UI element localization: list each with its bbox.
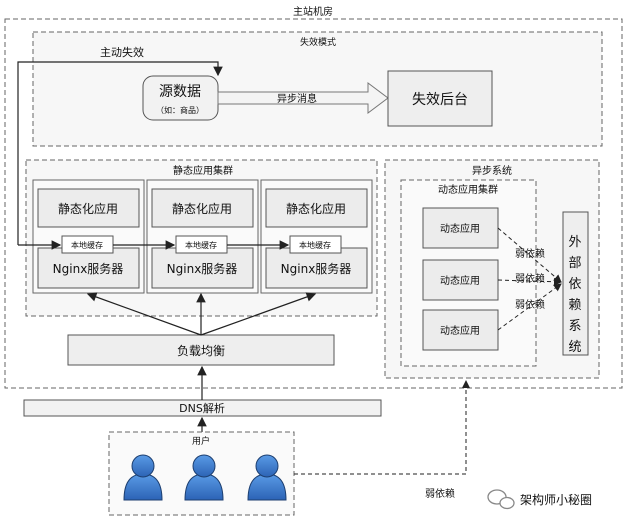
watermark-text: 架构师小秘圈 (520, 492, 592, 507)
active-failure-label: 主动失效 (100, 45, 144, 59)
nginx-server-label: Nginx服务器 (167, 261, 238, 276)
users-async-dependency-line (294, 380, 470, 475)
async-message-label: 异步消息 (277, 92, 317, 105)
external-system-char-4: 赖 (568, 298, 581, 313)
dynamic-app-label: 动态应用 (440, 222, 480, 235)
source-example-label: （如：商品） (156, 105, 204, 115)
nginx-server-label: Nginx服务器 (53, 261, 124, 276)
async-message-arrow: 异步消息 (217, 82, 389, 114)
static-app-label: 静态化应用 (286, 201, 346, 216)
weak-dependency-label: 弱依赖 (515, 298, 545, 311)
local-cache-label: 本地缓存 (185, 240, 217, 250)
watermark: 架构师小秘圈 (487, 489, 592, 510)
weak-dependency-label: 弱依赖 (515, 247, 545, 260)
active-failure-line (17, 61, 223, 245)
wechat-icon (487, 489, 515, 510)
users-weak-dependency-label: 弱依赖 (425, 487, 455, 500)
external-system-char-6: 统 (568, 340, 581, 355)
static-app-label: 静态化应用 (172, 201, 232, 216)
static-node-3: 静态化应用 Nginx服务器 本地缓存 (260, 179, 373, 294)
user-icon (123, 454, 163, 501)
static-node-2: 静态化应用 Nginx服务器 本地缓存 (146, 179, 259, 294)
static-cluster-label: 静态应用集群 (173, 164, 233, 177)
failure-mode-label: 失效模式 (300, 36, 336, 48)
external-system-char-5: 系 (568, 319, 581, 334)
source-data-box: 源数据 （如：商品） (142, 75, 219, 121)
failure-backend-label: 失效后台 (412, 92, 468, 108)
load-balancer-box: 负载均衡 (67, 334, 335, 366)
dns-box: DNS解析 (23, 399, 382, 417)
dynamic-cluster-label: 动态应用集群 (438, 183, 498, 196)
users-label: 用户 (192, 435, 210, 447)
external-system-char-2: 部 (568, 256, 581, 271)
main-room-label: 主站机房 (293, 5, 333, 18)
load-balance-label: 负载均衡 (177, 344, 225, 358)
dynamic-cluster-region: 动态应用集群 动态应用 动态应用 动态应用 (400, 179, 537, 367)
dynamic-app-label: 动态应用 (440, 274, 480, 287)
external-system-box: 外 部 依 赖 系 统 (562, 211, 589, 356)
dynamic-app-label: 动态应用 (440, 324, 480, 337)
failure-mode-region: 失效模式 (32, 31, 603, 147)
main-room-region: 主站机房 (4, 5, 623, 389)
lb-arrows (86, 292, 317, 336)
async-system-label: 异步系统 (472, 164, 512, 177)
weak-dependency-arrows: 弱依赖 弱依赖 弱依赖 (497, 227, 562, 331)
external-system-char-1: 外 (568, 235, 581, 250)
failure-backend-box: 失效后台 (387, 70, 493, 127)
user-icon (184, 454, 224, 501)
nginx-server-label: Nginx服务器 (281, 261, 352, 276)
local-cache-label: 本地缓存 (299, 240, 331, 250)
user-icon (247, 454, 287, 501)
dns-label: DNS解析 (179, 401, 225, 415)
static-node-1: 静态化应用 Nginx服务器 本地缓存 (32, 179, 145, 294)
external-system-char-3: 依 (568, 277, 581, 292)
local-cache-label: 本地缓存 (71, 240, 103, 250)
weak-dependency-label: 弱依赖 (515, 272, 545, 285)
source-data-label: 源数据 (159, 84, 201, 100)
static-app-label: 静态化应用 (58, 201, 118, 216)
